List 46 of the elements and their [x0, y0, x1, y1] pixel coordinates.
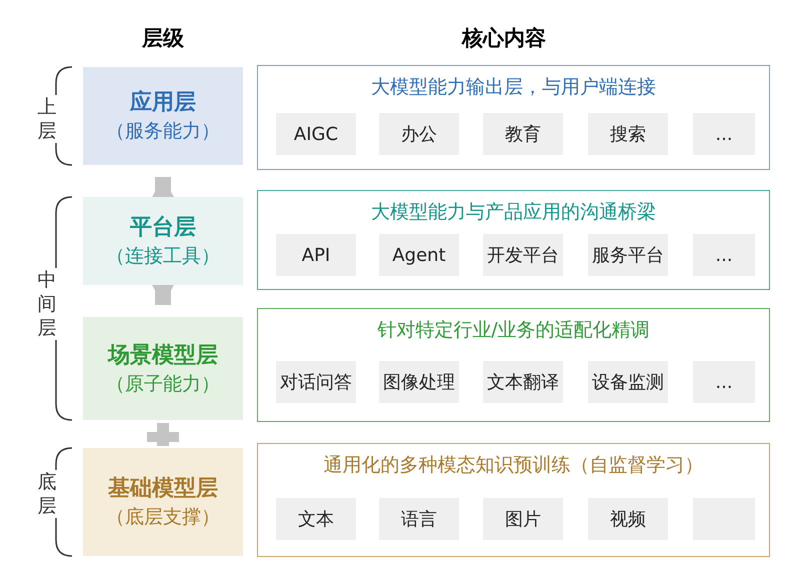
block-arrow: [151, 283, 175, 305]
tier-label: 上层: [37, 95, 57, 143]
item-box: 视频: [588, 498, 668, 540]
item-box: 办公: [379, 113, 459, 155]
item-box: 搜索: [588, 113, 668, 155]
item-box: ...: [693, 361, 755, 403]
item-box: API: [276, 234, 356, 276]
layer-title: 场景模型层: [108, 342, 218, 370]
item-box: 语言: [379, 498, 459, 540]
layer-subtitle: （原子能力）: [106, 372, 220, 396]
block-arrow: [151, 177, 175, 199]
item-box: 对话问答: [276, 361, 356, 403]
panel-heading: 大模型能力输出层，与用户端连接: [370, 75, 657, 100]
panel-heading: 通用化的多种模态知识预训练（自监督学习）: [322, 453, 704, 478]
item-box: ...: [693, 113, 755, 155]
layer-box: [83, 67, 243, 165]
item-box: 服务平台: [588, 234, 668, 276]
layer-subtitle: （底层支撑）: [106, 505, 220, 530]
content-panel: [257, 443, 770, 557]
layer-title: 基础模型层: [108, 475, 218, 503]
column-heading: 层级: [142, 25, 184, 52]
layer-subtitle: （连接工具）: [106, 244, 220, 269]
tier-label: 中间层: [37, 268, 57, 340]
layer-title: 平台层: [130, 214, 196, 242]
item-box: 设备监测: [588, 361, 668, 403]
layer-subtitle: （服务能力）: [106, 119, 220, 144]
item-box: 图像处理: [379, 361, 459, 403]
panel-heading: 大模型能力与产品应用的沟通桥梁: [370, 200, 657, 225]
item-box: 图片: [483, 498, 563, 540]
item-box: 教育: [483, 113, 563, 155]
layer-box: [83, 448, 243, 556]
item-box: 开发平台: [483, 234, 563, 276]
layer-box: [83, 317, 243, 420]
item-box: Agent: [379, 234, 459, 276]
item-box: 文本: [276, 498, 356, 540]
layer-title: 应用层: [130, 88, 196, 117]
item-box: AIGC: [276, 113, 356, 155]
content-panel: [257, 65, 770, 170]
content-panel: [257, 190, 770, 290]
item-box: 文本翻译: [483, 361, 563, 403]
column-heading: 核心内容: [462, 25, 546, 52]
tier-label: 底层: [37, 470, 57, 518]
item-box: ...: [693, 234, 755, 276]
layer-box: [83, 197, 243, 285]
panel-heading: 针对特定行业/业务的适配化精调: [376, 318, 651, 343]
content-panel: [257, 308, 770, 422]
